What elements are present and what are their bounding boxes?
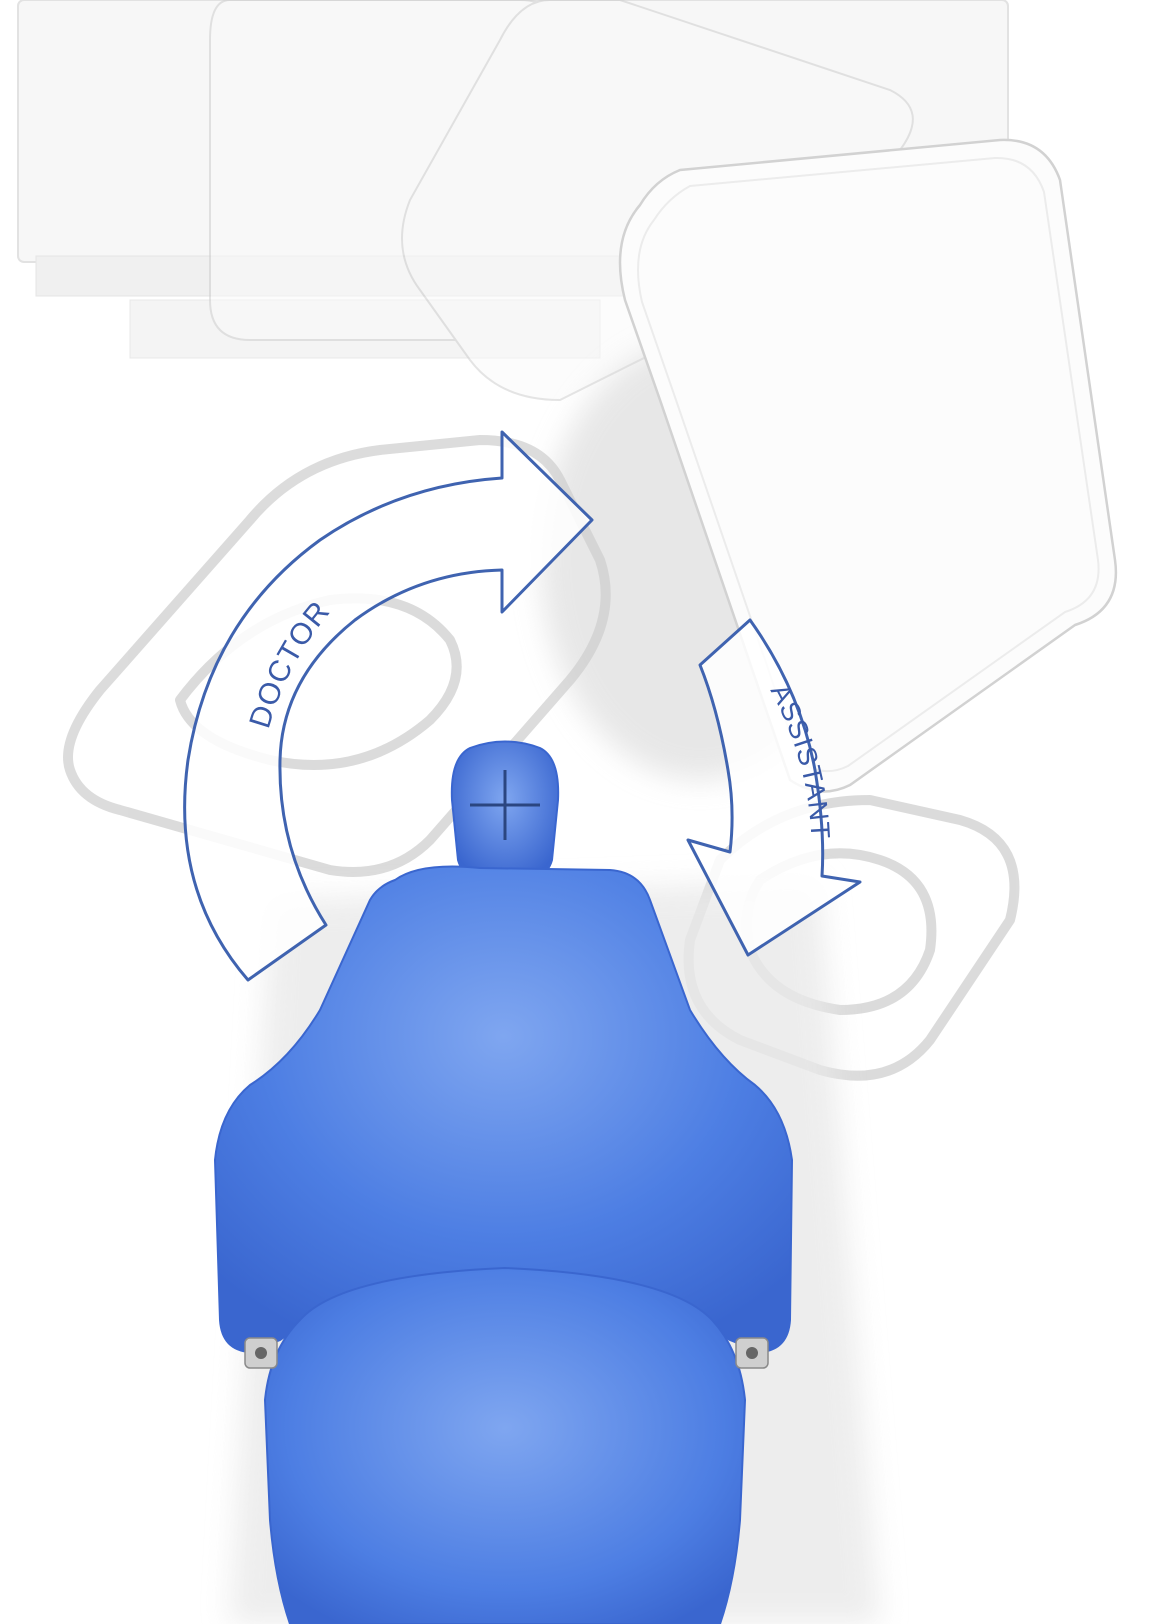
headrest <box>452 742 558 886</box>
chair-hinge-left <box>245 1338 277 1368</box>
chair-hinge-right <box>736 1338 768 1368</box>
chair-seat <box>265 1268 745 1624</box>
